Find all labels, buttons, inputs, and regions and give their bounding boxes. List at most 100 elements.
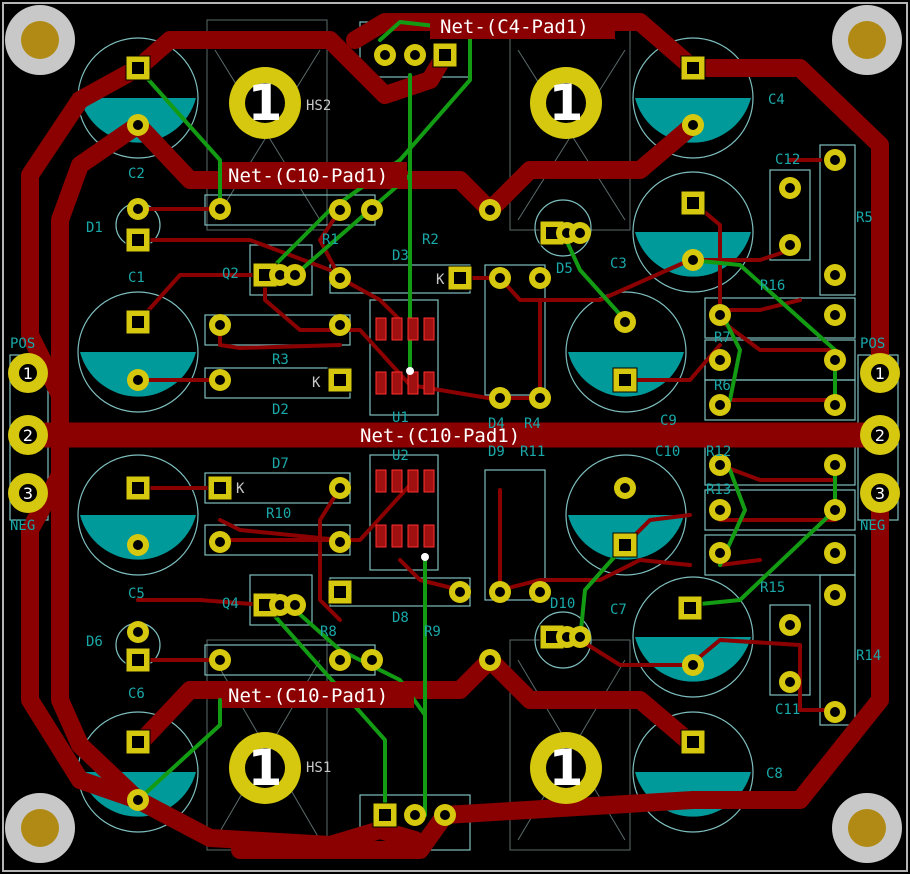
pad-hole xyxy=(133,375,143,385)
pad-hole xyxy=(830,155,840,165)
conn-left-pin2: 2 xyxy=(23,426,33,445)
pad-hole xyxy=(485,205,495,215)
pad-hole xyxy=(335,320,345,330)
ref-d7: D7 xyxy=(272,456,289,472)
ref-d1: D1 xyxy=(86,220,103,236)
pad-hole xyxy=(575,632,585,642)
pad-hole xyxy=(214,482,226,494)
hs1-pad-left xyxy=(229,732,301,804)
ref-r1: R1 xyxy=(322,232,339,248)
pad-hole xyxy=(335,273,345,283)
pad-hole xyxy=(367,655,377,665)
pad-hole xyxy=(410,810,420,820)
mounting-holes xyxy=(5,5,902,863)
ref-r7: R7 xyxy=(714,330,731,346)
ref-c4: C4 xyxy=(768,92,785,108)
ref-q2: Q2 xyxy=(222,266,239,282)
pad-hole xyxy=(259,599,271,611)
conn-left-pin3: 3 xyxy=(23,484,33,503)
ref-c1: C1 xyxy=(128,270,145,286)
ref-c12: C12 xyxy=(775,152,800,168)
ref-r8: R8 xyxy=(320,624,337,640)
pad-hole xyxy=(133,540,143,550)
ref-c11: C11 xyxy=(775,702,800,718)
reference-designators: HS2 HS1 C2 C4 C3 C1 C9 C10 C5 C7 C6 C8 C… xyxy=(10,92,885,782)
ref-d5: D5 xyxy=(556,261,573,277)
pad-hole xyxy=(132,316,144,328)
pad-hole xyxy=(455,587,465,597)
pad-hole xyxy=(335,655,345,665)
heatsink-pads: 1 1 1 1 xyxy=(229,67,602,804)
pad-hole xyxy=(215,320,225,330)
ref-c2: C2 xyxy=(128,166,145,182)
ref-c10: C10 xyxy=(655,444,680,460)
ref-r6: R6 xyxy=(714,378,731,394)
pad-hole xyxy=(379,809,391,821)
pad-hole xyxy=(830,460,840,470)
ref-neg-left: NEG xyxy=(10,518,35,534)
ref-r13: R13 xyxy=(706,482,731,498)
pad-hole xyxy=(620,317,630,327)
pad-hole xyxy=(688,660,698,670)
ref-c7: C7 xyxy=(610,602,627,618)
pad-hole xyxy=(275,600,285,610)
pad-hole xyxy=(830,505,840,515)
pad-hole xyxy=(715,460,725,470)
ref-c6: C6 xyxy=(128,686,145,702)
pad-hole xyxy=(132,736,144,748)
pad-hole xyxy=(133,627,143,637)
ref-r14: R14 xyxy=(856,648,881,664)
ref-d10: D10 xyxy=(550,596,575,612)
ref-r10: R10 xyxy=(266,506,291,522)
pad-hole xyxy=(215,204,225,214)
ref-r5: R5 xyxy=(856,210,873,226)
pad-hole xyxy=(290,270,300,280)
ref-r9: R9 xyxy=(424,624,441,640)
pad-hole xyxy=(715,548,725,558)
ref-r15: R15 xyxy=(760,580,785,596)
pad-hole xyxy=(440,810,450,820)
hs2-pin-right: 1 xyxy=(549,74,584,132)
pad-hole xyxy=(715,355,725,365)
net-label-top: Net-(C4-Pad1) xyxy=(440,16,589,38)
pad-hole xyxy=(830,310,840,320)
ref-k-d2: K xyxy=(312,375,321,391)
pad-hole xyxy=(495,393,505,403)
ref-d2: D2 xyxy=(272,402,289,418)
net-label-center: Net-(C10-Pad1) xyxy=(360,425,520,447)
conn-right-pin3: 3 xyxy=(875,484,885,503)
pad-hole xyxy=(620,483,630,493)
pad-hole xyxy=(688,120,698,130)
pad-hole xyxy=(215,537,225,547)
pad-hole xyxy=(485,655,495,665)
pad-hole xyxy=(535,273,545,283)
pad-hole xyxy=(619,374,631,386)
ref-pos-left: POS xyxy=(10,336,35,352)
ref-u1: U1 xyxy=(392,410,409,426)
hs1-pin-left: 1 xyxy=(248,739,283,797)
ref-r12: R12 xyxy=(706,444,731,460)
pad-hole xyxy=(715,310,725,320)
pad-hole xyxy=(367,205,377,215)
pad-hole xyxy=(335,205,345,215)
pad-hole xyxy=(785,183,795,193)
smd-ics xyxy=(375,317,435,561)
ref-d3: D3 xyxy=(392,248,409,264)
pad-hole xyxy=(133,795,143,805)
pad-hole xyxy=(830,355,840,365)
conn-right-pin2: 2 xyxy=(875,426,885,445)
ref-r4: R4 xyxy=(524,416,541,432)
pad-hole xyxy=(684,602,696,614)
pad-hole xyxy=(133,120,143,130)
pad-hole xyxy=(688,255,698,265)
net-label-upper: Net-(C10-Pad1) xyxy=(228,165,388,187)
pad-hole xyxy=(785,240,795,250)
pad-hole xyxy=(546,631,558,643)
pad-hole xyxy=(535,587,545,597)
pad-hole xyxy=(830,270,840,280)
pad-hole xyxy=(290,600,300,610)
pad-hole xyxy=(215,655,225,665)
pad-hole xyxy=(335,483,345,493)
pad-hole xyxy=(830,590,840,600)
